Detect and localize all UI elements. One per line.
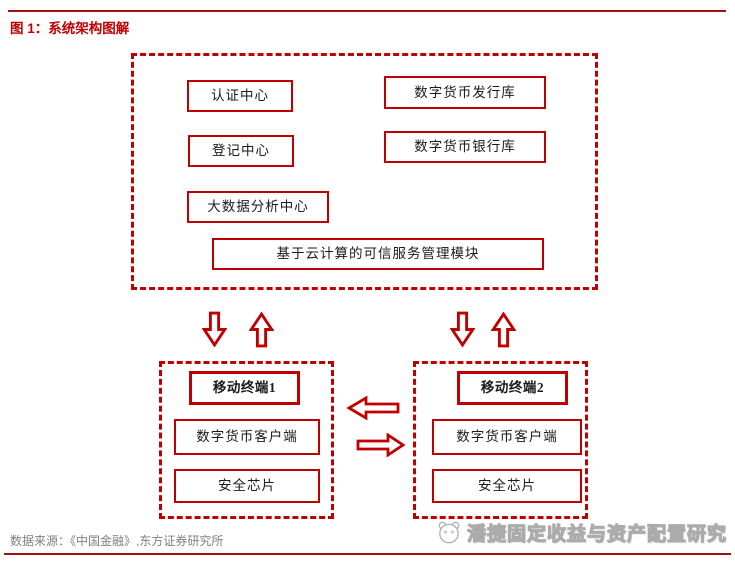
top-divider	[8, 10, 726, 12]
arrow-up-icon	[491, 311, 516, 348]
node-currency-bank-repository: 数字货币银行库	[384, 131, 546, 163]
terminal-2-container	[413, 361, 588, 519]
data-source-note: 数据来源：《中国金融》,东方证券研究所	[10, 534, 224, 548]
terminal-2-security-chip: 安全芯片	[432, 469, 582, 503]
terminal-1-title-box: 移动终端1	[189, 371, 300, 405]
bottom-divider	[4, 553, 731, 555]
watermark: 潘捷固定收益与资产配置研究	[436, 518, 727, 546]
terminal-2-title-box: 移动终端2	[457, 371, 568, 405]
arrow-left-icon	[346, 396, 400, 420]
node-cloud-trusted-service-module: 基于云计算的可信服务管理模块	[212, 238, 544, 270]
arrow-right-icon	[356, 433, 406, 457]
terminal-1-container	[159, 361, 334, 519]
panda-logo-icon	[438, 521, 460, 544]
node-bigdata-analysis-center: 大数据分析中心	[187, 191, 329, 223]
arrow-up-icon	[249, 311, 274, 348]
arrow-down-icon	[202, 311, 227, 348]
terminal-1-security-chip: 安全芯片	[174, 469, 320, 503]
terminal-1-currency-client: 数字货币客户端	[174, 419, 320, 455]
backend-system-container	[131, 53, 598, 290]
node-currency-issue-repository: 数字货币发行库	[384, 76, 546, 109]
watermark-text: 潘捷固定收益与资产配置研究	[466, 523, 728, 545]
arrow-down-icon	[450, 311, 475, 348]
terminal-2-currency-client: 数字货币客户端	[432, 419, 582, 455]
figure-title: 图 1：系统架构图解	[10, 21, 130, 36]
node-registration-center: 登记中心	[188, 135, 294, 167]
node-authentication-center: 认证中心	[187, 80, 293, 112]
